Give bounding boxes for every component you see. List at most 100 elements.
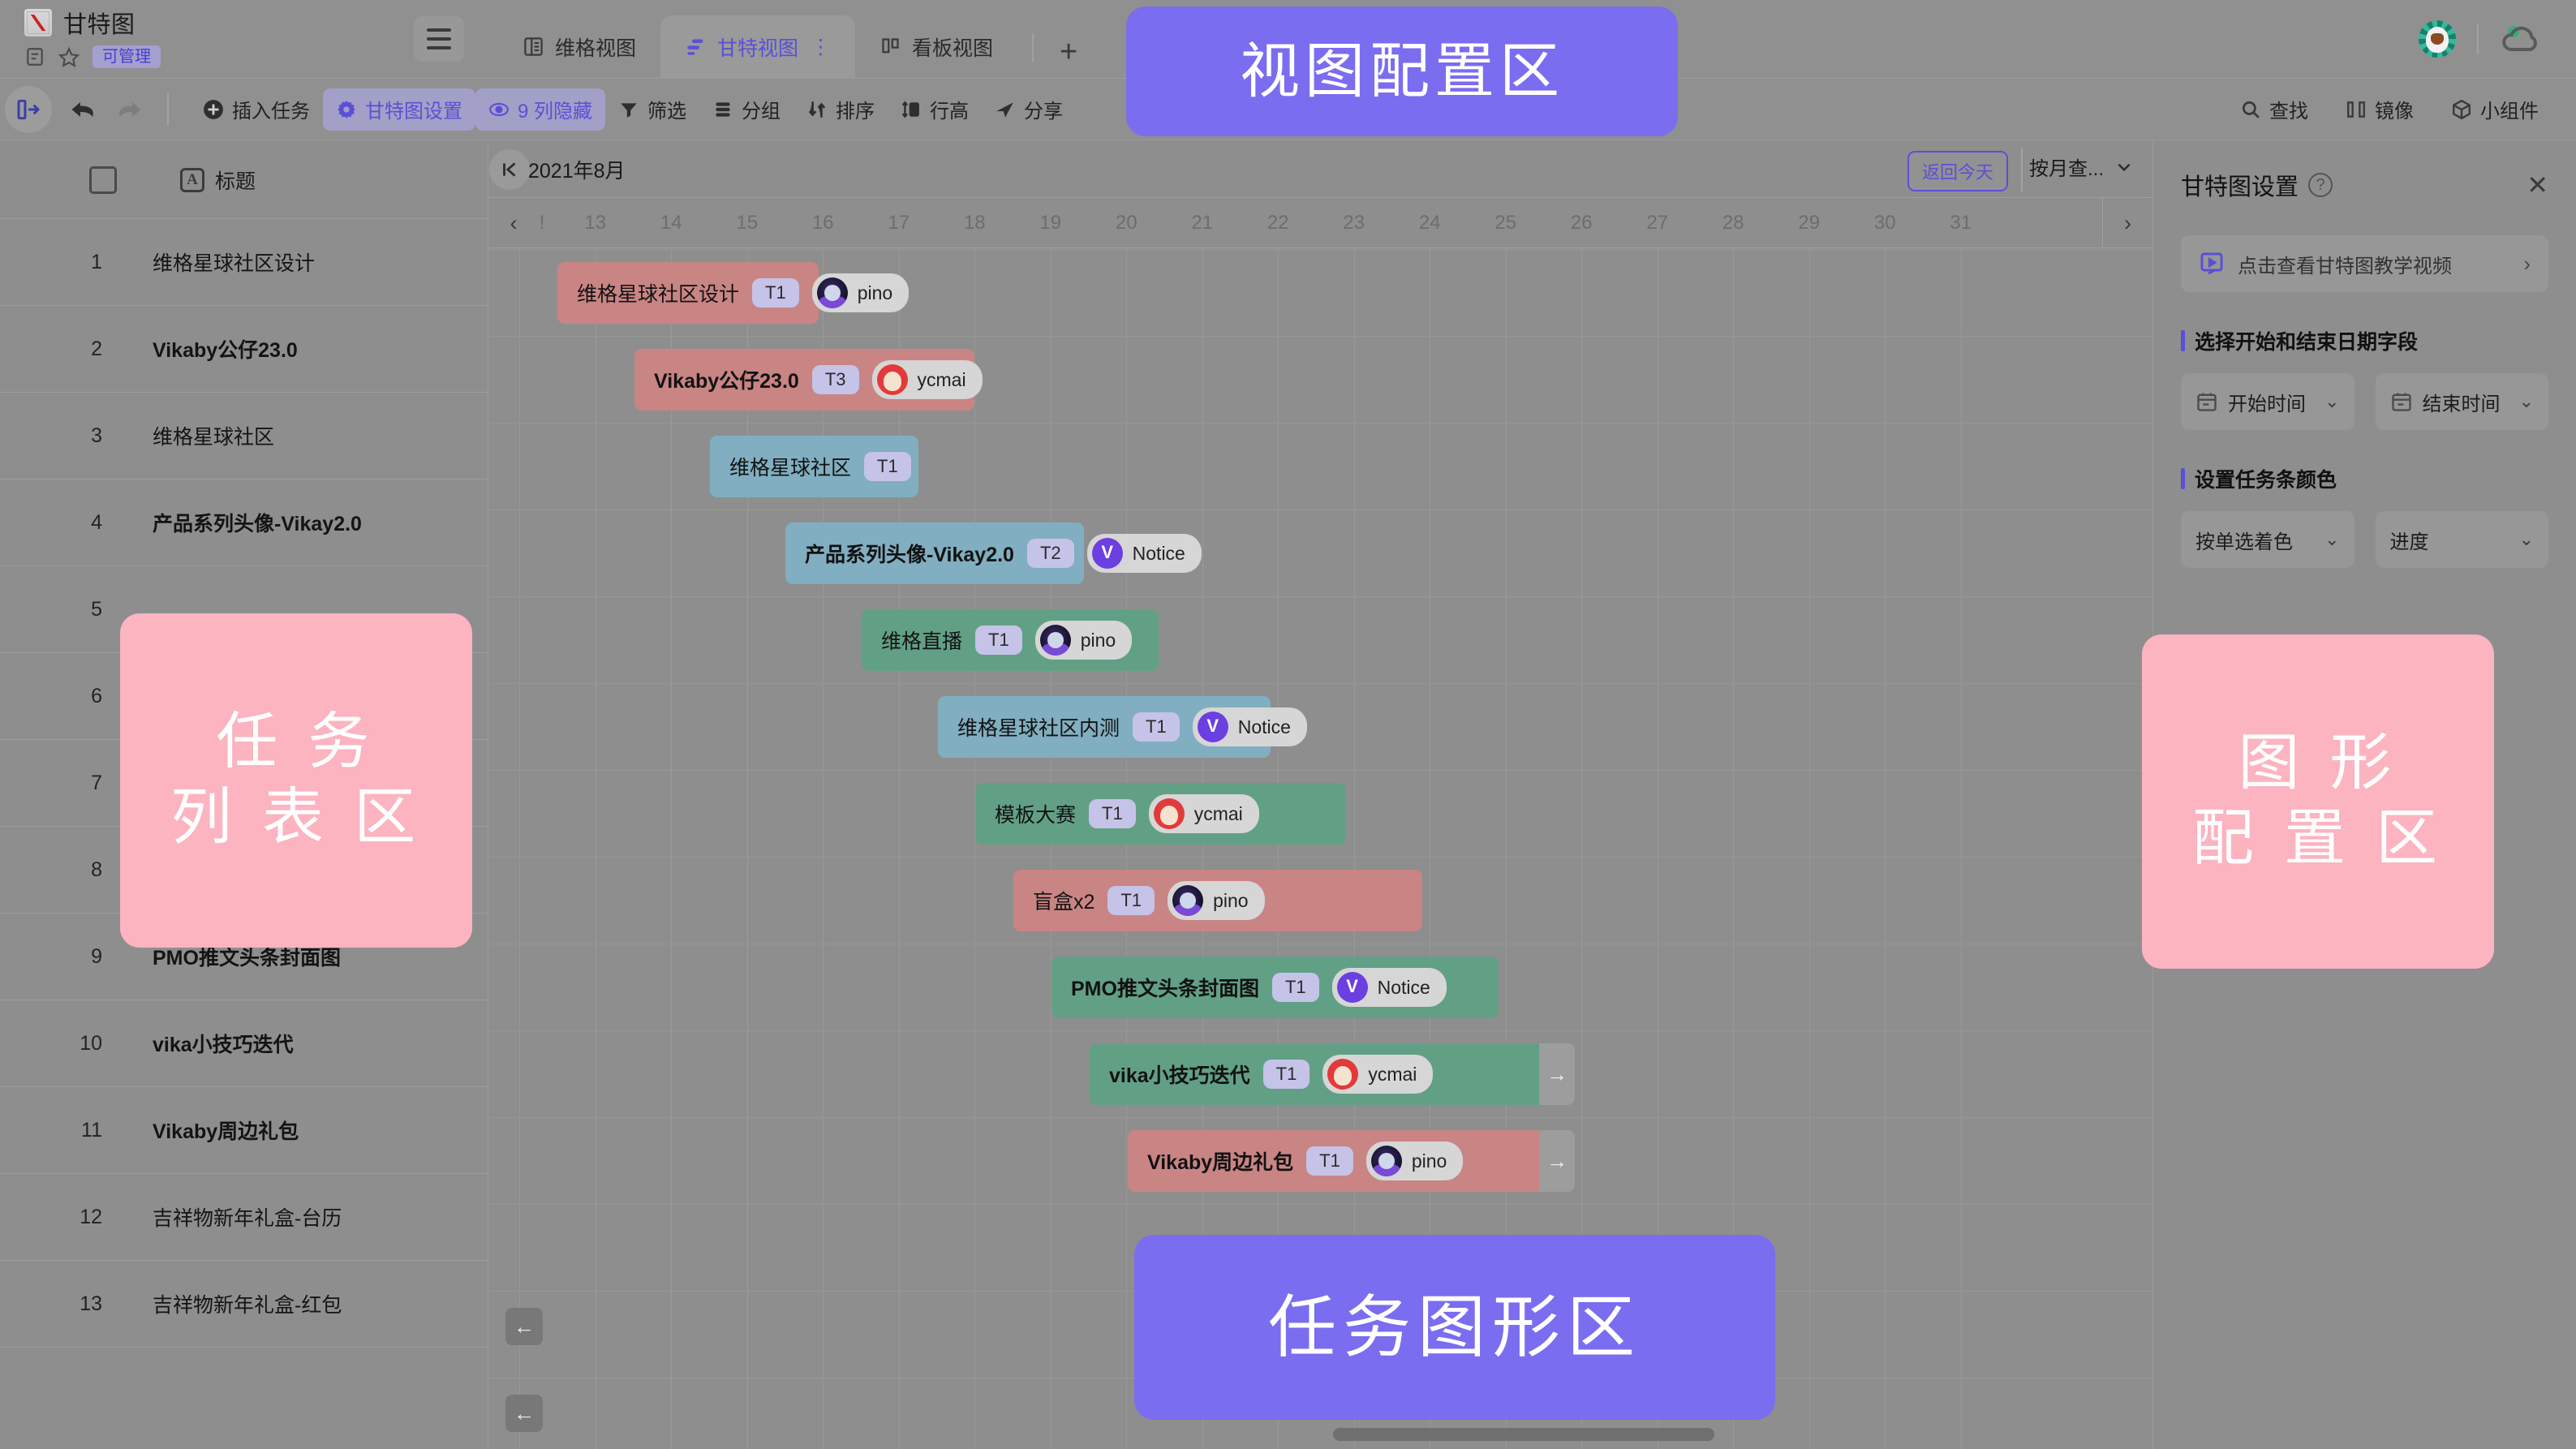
expand-record-icon[interactable] bbox=[5, 85, 52, 133]
gantt-gridline bbox=[1202, 249, 1203, 1449]
gantt-bar[interactable]: PMO推文头条封面图T1Notice bbox=[1051, 957, 1499, 1018]
timeline-day-tick[interactable]: 25 bbox=[1494, 212, 1517, 234]
jump-to-start-icon[interactable] bbox=[489, 149, 530, 190]
timeline-day-tick[interactable]: 15 bbox=[736, 212, 759, 234]
timeline-day-tick[interactable]: 19 bbox=[1039, 212, 1062, 234]
back-to-today-button[interactable]: 返回今天 bbox=[1907, 151, 2008, 191]
gantt-settings-button[interactable]: 甘特图设置 bbox=[323, 88, 475, 131]
close-icon[interactable]: ✕ bbox=[2527, 170, 2548, 200]
end-date-field-select[interactable]: 结束时间 ⌄ bbox=[2375, 373, 2548, 430]
hamburger-icon[interactable] bbox=[414, 16, 464, 62]
description-icon[interactable] bbox=[24, 46, 45, 67]
start-date-field-select[interactable]: 开始时间 ⌄ bbox=[2181, 373, 2355, 430]
sort-label: 排序 bbox=[836, 101, 875, 123]
tab-menu-icon[interactable]: ⋮ bbox=[811, 35, 832, 58]
tab-gantt-view[interactable]: 甘特视图 ⋮ bbox=[660, 15, 856, 79]
timeline-day-tick[interactable]: 29 bbox=[1798, 212, 1821, 234]
gantt-bar-overflow-arrow-icon[interactable]: → bbox=[1539, 1043, 1575, 1105]
plus-circle-icon bbox=[204, 99, 223, 119]
gantt-bar-overflow-arrow-icon[interactable]: → bbox=[1539, 1130, 1575, 1192]
checkbox-unchecked[interactable] bbox=[89, 166, 117, 194]
color-field-select[interactable]: 进度 ⌄ bbox=[2375, 511, 2548, 568]
timeline-day-tick[interactable]: 31 bbox=[1950, 212, 1972, 234]
gantt-gridline bbox=[1505, 249, 1507, 1449]
timeline-day-tick[interactable]: 14 bbox=[660, 212, 682, 234]
gear-icon bbox=[338, 100, 355, 118]
widget-button[interactable]: 小组件 bbox=[2438, 88, 2552, 131]
timeline-range-select[interactable]: 按月查... bbox=[2029, 153, 2135, 181]
gantt-bar[interactable]: 维格星球社区内测T1Notice bbox=[938, 696, 1307, 758]
gantt-gridline bbox=[1733, 249, 1735, 1449]
group-label: 分组 bbox=[742, 101, 781, 123]
timeline-day-tick[interactable]: 16 bbox=[811, 212, 834, 234]
mirror-button[interactable]: 镜像 bbox=[2333, 88, 2427, 131]
avatar bbox=[816, 277, 848, 308]
gantt-bar-chip: T1 bbox=[1133, 712, 1180, 742]
timeline-day-tick[interactable]: 20 bbox=[1115, 212, 1137, 234]
gantt-bar-chip: T1 bbox=[1271, 973, 1319, 1002]
scroll-to-task-12-button[interactable]: ← bbox=[505, 1308, 543, 1345]
timeline-day-tick[interactable]: 27 bbox=[1646, 212, 1669, 234]
timeline-day-tick[interactable]: 30 bbox=[1873, 212, 1896, 234]
gantt-bar[interactable]: 产品系列头像-Vikay2.0T2Notice bbox=[785, 522, 1202, 584]
timeline-day-tick[interactable]: 22 bbox=[1266, 212, 1289, 234]
horizontal-scrollbar[interactable] bbox=[1333, 1428, 1714, 1441]
permission-badge[interactable]: 可管理 bbox=[92, 45, 161, 68]
node-meta-row: 可管理 bbox=[24, 41, 389, 73]
gantt-bar-label: 维格星球社区内测 bbox=[957, 717, 1120, 740]
filter-button[interactable]: 筛选 bbox=[605, 88, 699, 131]
timeline-day-tick[interactable]: 13 bbox=[584, 212, 607, 234]
cloud-sync-icon[interactable] bbox=[2500, 23, 2548, 55]
gantt-bar-label: 盲盒x2 bbox=[1033, 891, 1095, 914]
redo-icon[interactable] bbox=[114, 93, 146, 126]
tutorial-video-link[interactable]: 点击查看甘特图教学视频 › bbox=[2181, 235, 2548, 292]
help-circle-icon[interactable]: ? bbox=[2308, 173, 2333, 197]
star-icon[interactable] bbox=[58, 46, 80, 67]
row-height-button[interactable]: 行高 bbox=[888, 88, 982, 131]
column-header-title[interactable]: A 标题 bbox=[180, 166, 256, 195]
group-button[interactable]: 分组 bbox=[699, 88, 793, 131]
scroll-to-task-13-button[interactable]: ← bbox=[505, 1395, 543, 1432]
insert-task-button[interactable]: 插入任务 bbox=[190, 88, 323, 131]
timeline-day-tick[interactable]: 21 bbox=[1191, 212, 1214, 234]
annotation-chart-config-label: 图 形配 置 区 bbox=[2191, 729, 2445, 873]
task-row-title: PMO推文头条封面图 bbox=[153, 947, 341, 970]
timeline-prev-button[interactable]: ‹ bbox=[510, 210, 518, 235]
gantt-bar-assignee: pino bbox=[1168, 881, 1265, 920]
search-button[interactable]: 查找 bbox=[2227, 88, 2321, 131]
timeline-day-tick[interactable]: 23 bbox=[1343, 212, 1365, 234]
share-button[interactable]: 分享 bbox=[982, 88, 1076, 131]
undo-icon[interactable] bbox=[67, 93, 99, 126]
tab-kanban-view[interactable]: 看板视图 bbox=[855, 15, 1017, 79]
timeline-day-tick[interactable]: 17 bbox=[888, 212, 910, 234]
tab-grid-view[interactable]: 维格视图 bbox=[498, 15, 660, 79]
sort-button[interactable]: 排序 bbox=[793, 88, 888, 131]
add-view-button[interactable]: + bbox=[1060, 34, 1078, 69]
timeline-next-button[interactable]: › bbox=[2102, 198, 2152, 248]
timeline-day-tick[interactable]: 26 bbox=[1570, 212, 1593, 234]
timeline-day-tick[interactable]: 28 bbox=[1722, 212, 1744, 234]
hidden-fields-button[interactable]: 9 列隐藏 bbox=[475, 88, 606, 131]
gantt-rowline bbox=[489, 683, 2152, 684]
color-mode-select[interactable]: 按单选着色 ⌄ bbox=[2181, 511, 2355, 568]
timeline-day-tick[interactable]: 24 bbox=[1418, 212, 1441, 234]
user-avatar[interactable] bbox=[2419, 20, 2456, 58]
timeline-day-tick[interactable]: 18 bbox=[963, 212, 986, 234]
